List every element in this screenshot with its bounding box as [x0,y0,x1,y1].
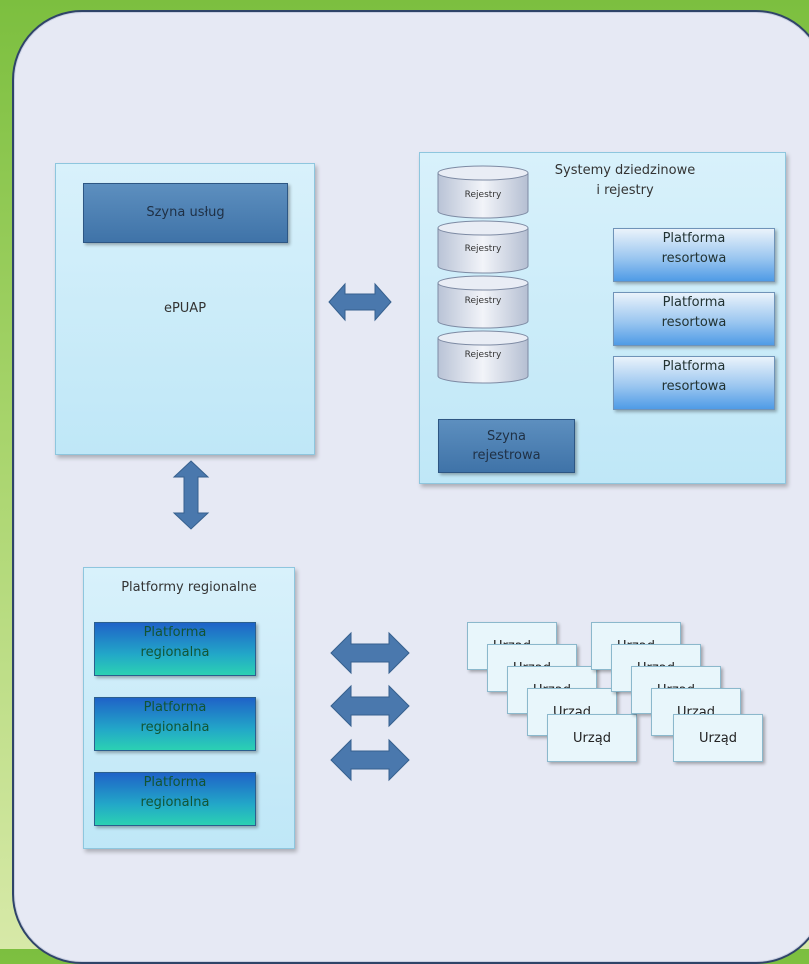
registry-cylinder-4 [437,330,529,384]
department-platform-2: Platforma resortowa [613,292,775,346]
regional-platform-1: Platforma regionalna [94,622,256,676]
registry-cylinder-1 [437,165,529,219]
registry-cylinder-3 [437,275,529,329]
double-arrow-regional-2 [330,684,410,728]
double-arrow-horizontal-top [328,282,392,322]
registry-label-3: Rejestry [464,296,502,306]
epuap-label: ePUAP [163,301,207,316]
registry-bus: Szyna rejestrowa [438,419,575,473]
double-arrow-regional-1 [330,631,410,675]
office-front-right: Urząd [673,714,763,762]
office-front-left: Urząd [547,714,637,762]
registry-cylinder-2 [437,220,529,274]
regional-platform-3: Platforma regionalna [94,772,256,826]
regional-title: Platformy regionalne [121,580,257,595]
department-platform-1: Platforma resortowa [613,228,775,282]
double-arrow-regional-3 [330,738,410,782]
regional-platform-2: Platforma regionalna [94,697,256,751]
registry-label-1: Rejestry [464,190,502,200]
double-arrow-vertical [172,460,210,530]
department-platform-3: Platforma resortowa [613,356,775,410]
systems-title: Systemy dziedzinowe i rejestry [554,163,696,199]
registry-label-4: Rejestry [464,350,502,360]
regional-platforms-box: Platformy regionalne Platforma regionaln… [83,567,295,849]
epuap-box: Szyna usług ePUAP [55,163,315,455]
service-bus: Szyna usług [83,183,288,243]
registry-label-2: Rejestry [464,244,502,254]
